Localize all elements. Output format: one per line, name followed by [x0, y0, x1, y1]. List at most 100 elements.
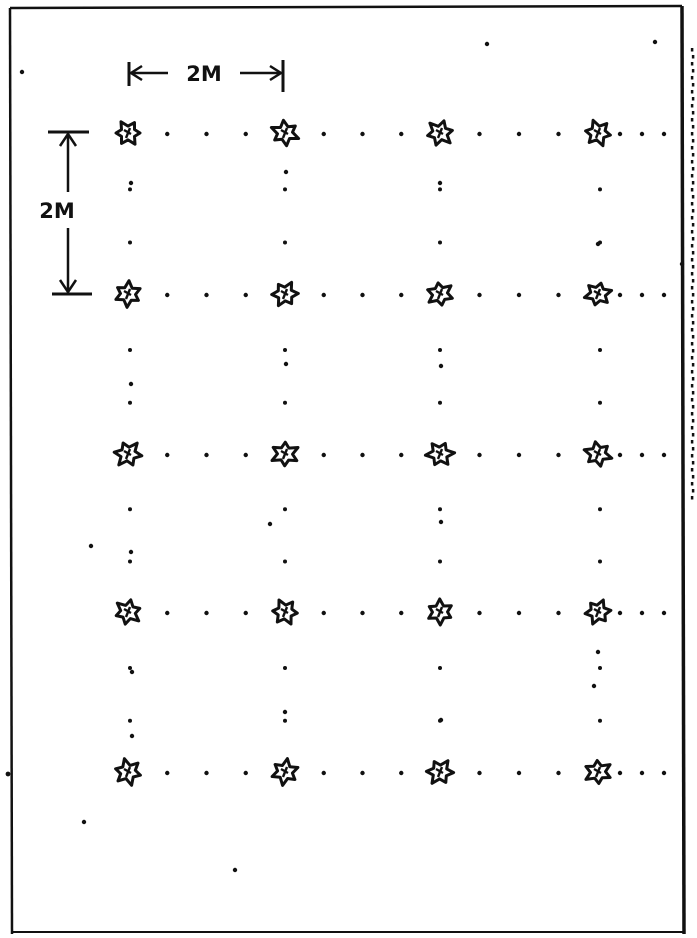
row-guide-dot — [517, 132, 521, 136]
edge-strip-dash — [691, 370, 694, 374]
plant-r5-c4 — [586, 761, 610, 784]
scan-speck — [283, 710, 287, 714]
row-guide-dot — [360, 453, 364, 457]
column-guide-dot — [438, 240, 442, 244]
edge-strip-dash — [692, 377, 695, 381]
edge-strip-dash — [691, 496, 694, 500]
edge-strip-dash — [691, 384, 694, 388]
column-guide-dot — [128, 559, 132, 563]
edge-strip-dash — [692, 195, 695, 199]
edge-strip-dash — [691, 230, 694, 234]
column-guide-dot — [438, 507, 442, 511]
row-guide-dot — [517, 293, 521, 297]
column-guide-dot — [598, 401, 602, 405]
scan-speck — [20, 70, 24, 74]
edge-strip-dash — [691, 440, 694, 444]
column-guide-dot — [283, 348, 287, 352]
row-guide-dot — [618, 293, 622, 297]
plant-grid — [114, 120, 612, 785]
column-guide-dot — [128, 187, 132, 191]
plant-r4-c3 — [429, 599, 452, 625]
row-guide-dot — [618, 132, 622, 136]
edge-strip-dash — [692, 139, 695, 143]
column-guide-dot — [438, 348, 442, 352]
row-guide-dot — [322, 611, 326, 615]
edge-strip-dash — [691, 272, 694, 276]
edge-strip-dash — [692, 125, 695, 129]
edge-strip-dash — [691, 482, 694, 486]
edge-strip-dash — [691, 174, 694, 178]
row-guide-dot — [477, 771, 481, 775]
plant-r4-c1 — [116, 600, 140, 624]
plant-r3-c3 — [425, 443, 454, 464]
scan-speck — [82, 820, 86, 824]
plant-r2-c4 — [584, 283, 611, 305]
scan-speck — [284, 362, 288, 366]
edge-strip-dash — [691, 90, 694, 94]
row-guide-dot — [618, 611, 622, 615]
figure-border — [10, 6, 684, 934]
column-guide-dot — [598, 666, 602, 670]
row-guide-dot — [165, 771, 169, 775]
edge-strip-dash — [692, 265, 695, 269]
scan-speck — [596, 650, 600, 654]
edge-strip-dash — [691, 216, 694, 220]
scan-speck — [439, 364, 443, 368]
plant-r3-c4 — [584, 442, 612, 466]
row-guide-dot — [204, 293, 208, 297]
edge-strip-dash — [691, 118, 694, 122]
plant-r1-c4 — [586, 120, 611, 145]
horizontal-dimension-arrow: 2M — [129, 60, 283, 92]
edge-strip-dash — [692, 279, 695, 283]
scan-speck — [129, 382, 133, 386]
row-guide-dot — [556, 771, 560, 775]
column-guide-dot — [438, 559, 442, 563]
plant-r5-c1 — [116, 759, 141, 786]
plant-r2-c1 — [116, 281, 140, 308]
column-guide-dot — [598, 719, 602, 723]
row-guide-dot — [244, 132, 248, 136]
row-guide-dot — [477, 132, 481, 136]
row-guide-dot — [244, 771, 248, 775]
plant-r5-c3 — [426, 761, 453, 784]
edge-strip-dash — [692, 111, 695, 115]
scan-speck — [439, 718, 443, 722]
row-guide-dot — [244, 293, 248, 297]
edge-strip-dash — [691, 300, 694, 304]
edge-strip-dash — [691, 412, 694, 416]
scan-speck — [653, 40, 657, 44]
row-guide-dot — [204, 132, 208, 136]
row-guide-dot — [640, 771, 644, 775]
row-guide-dot — [165, 453, 169, 457]
edge-strip-dash — [692, 475, 695, 479]
row-guide-dot — [244, 453, 248, 457]
row-guide-dot — [640, 453, 644, 457]
plant-r1-c2 — [271, 120, 298, 145]
row-guide-dot — [662, 453, 666, 457]
plant-r1-c1 — [116, 122, 140, 144]
row-guide-dot — [399, 293, 403, 297]
dotted-guide-lines — [6, 132, 667, 777]
row-guide-dot — [322, 771, 326, 775]
row-guide-dot — [618, 771, 622, 775]
row-guide-dot — [322, 293, 326, 297]
edge-strip-dash — [692, 419, 695, 423]
row-guide-dot — [399, 453, 403, 457]
edge-strip-dash — [691, 454, 694, 458]
scan-speck — [130, 734, 134, 738]
column-guide-dot — [438, 666, 442, 670]
scan-speck — [284, 170, 288, 174]
edge-strip-dash — [692, 335, 695, 339]
row-guide-dot — [322, 132, 326, 136]
edge-strip-dash — [692, 461, 695, 465]
row-guide-dot — [477, 611, 481, 615]
column-guide-dot — [438, 401, 442, 405]
row-guide-dot — [360, 611, 364, 615]
column-guide-dot — [598, 559, 602, 563]
row-guide-dot — [662, 771, 666, 775]
column-guide-dot — [128, 719, 132, 723]
edge-strip-dash — [692, 181, 695, 185]
column-guide-dot — [438, 187, 442, 191]
column-guide-dot — [283, 507, 287, 511]
column-guide-dot — [283, 666, 287, 670]
